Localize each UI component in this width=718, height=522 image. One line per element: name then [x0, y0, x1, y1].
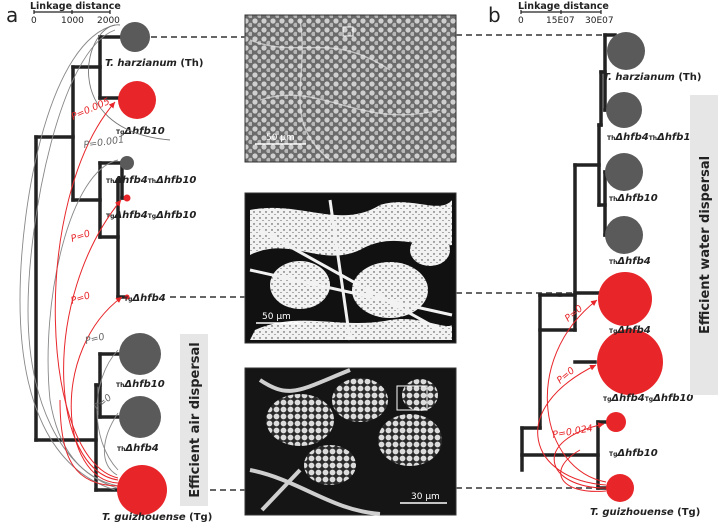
- panel-b-node-tghfb10: [606, 412, 626, 432]
- panel-b-axis: Linkage distance 0 15E07 30E07: [518, 1, 614, 26]
- panel-b-label-th: T. harzianum (Th): [603, 72, 701, 83]
- panel-a-node-thhfb10: [119, 333, 161, 375]
- panel-b-tick-0: 0: [518, 16, 524, 26]
- panel-a-label-thhfb4thhfb10: ThΔhfb4ThΔhfb10: [106, 175, 196, 186]
- panel-b-red-arcs: [537, 299, 607, 492]
- panel-b-node-tg: [606, 474, 634, 502]
- panel-a-pvalue-2: P=0: [70, 228, 92, 245]
- panel-a-node-tghfb4tghfb10: [123, 194, 131, 202]
- panel-a-label-tg: T. guizhouense (Tg): [102, 512, 212, 522]
- panel-a-tick-2: 2000: [97, 16, 120, 26]
- panel-b-side-band: [690, 95, 718, 395]
- panel-b-label-tghfb10: TgΔhfb10: [609, 448, 658, 459]
- panel-b-label-thhfb10: ThΔhfb10: [609, 193, 658, 204]
- panel-a-node-tg: [117, 465, 167, 515]
- panel-a-gray-arcs: [19, 24, 119, 491]
- panel-b-label-thhfb4: ThΔhfb4: [609, 256, 651, 267]
- panel-b-label-thhfb4thhfb10: ThΔhfb4ThΔhfb10: [607, 132, 697, 143]
- panel-b-tick-2: 30E07: [585, 16, 614, 26]
- panel-b: b Linkage distance 0 15E07 30E07: [488, 1, 718, 518]
- micrograph-bottom-scale: 30 µm: [411, 492, 440, 502]
- micrograph-bottom: 30 µm: [244, 367, 457, 516]
- panel-a-red-arcs: [54, 101, 123, 487]
- panel-b-node-tghfb4: [598, 272, 652, 326]
- panel-b-tick-1: 15E07: [546, 16, 575, 26]
- micrograph-top: 50 µm: [244, 14, 457, 163]
- panel-a-label-tghfb10: TgΔhfb10: [116, 126, 165, 137]
- panel-a-tick-1: 1000: [61, 16, 84, 26]
- panel-a-letter: a: [6, 3, 18, 27]
- micrograph-middle-scale: 50 µm: [262, 312, 291, 322]
- panel-b-pvalue-2: P=0.024: [552, 423, 594, 441]
- panel-a-arc-p001: [88, 24, 171, 141]
- panel-b-node-th: [607, 32, 645, 70]
- panel-a-node-th: [120, 22, 150, 52]
- panel-b-node-thhfb4: [605, 216, 643, 254]
- panel-a-axis: Linkage distance 0 1000 2000: [30, 1, 121, 26]
- panel-a: a Linkage distance 0 1000 2000: [6, 1, 212, 522]
- panel-a-pvalue-1: P=0.001: [83, 134, 125, 151]
- panel-a-axis-title: Linkage distance: [30, 1, 121, 12]
- panel-a-label-th: T. harzianum (Th): [105, 58, 203, 69]
- panel-a-pvalue-4: P=0: [84, 331, 106, 346]
- panel-a-pvalue-0: P=0.005: [70, 96, 112, 123]
- panel-b-label-tghfb4: TgΔhfb4: [609, 325, 651, 336]
- panel-b-letter: b: [488, 3, 501, 27]
- panel-a-label-tghfb4: TgΔhfb4: [124, 293, 166, 304]
- panel-b-label-tg: T. guizhouense (Tg): [590, 507, 700, 518]
- panel-b-side-label: Efficient water dispersal: [698, 156, 713, 334]
- panel-a-node-thhfb4: [119, 396, 161, 438]
- panel-a-node-tghfb4: [124, 294, 130, 300]
- panel-b-axis-title: Linkage distance: [518, 1, 609, 12]
- panel-b-dendrogram: [520, 33, 617, 490]
- panel-a-label-tghfb4tghfb10: TgΔhfb4TgΔhfb10: [106, 210, 196, 221]
- panel-a-side-label: Efficient air dispersal: [188, 342, 203, 498]
- micrograph-middle: 50 µm: [244, 192, 457, 344]
- panel-a-side-band: [180, 334, 208, 506]
- panel-a-pvalue-3: P=0: [70, 290, 92, 307]
- micrograph-top-scale: 50 µm: [266, 133, 295, 143]
- panel-a-label-thhfb4: ThΔhfb4: [117, 443, 159, 454]
- panel-a-tick-0: 0: [31, 16, 37, 26]
- panel-a-node-thhfb4thhfb10: [120, 156, 134, 170]
- panel-b-node-thhfb4thhfb10: [606, 92, 642, 128]
- panel-b-node-thhfb10: [605, 153, 643, 191]
- panel-b-label-tghfb4tghfb10: TgΔhfb4TgΔhfb10: [603, 393, 693, 404]
- panel-b-pvalue-1: P=0: [555, 365, 577, 386]
- panel-a-node-tghfb10: [118, 81, 156, 119]
- panel-a-label-thhfb10: ThΔhfb10: [116, 379, 165, 390]
- panel-b-node-tghfb4tghfb10: [597, 329, 663, 395]
